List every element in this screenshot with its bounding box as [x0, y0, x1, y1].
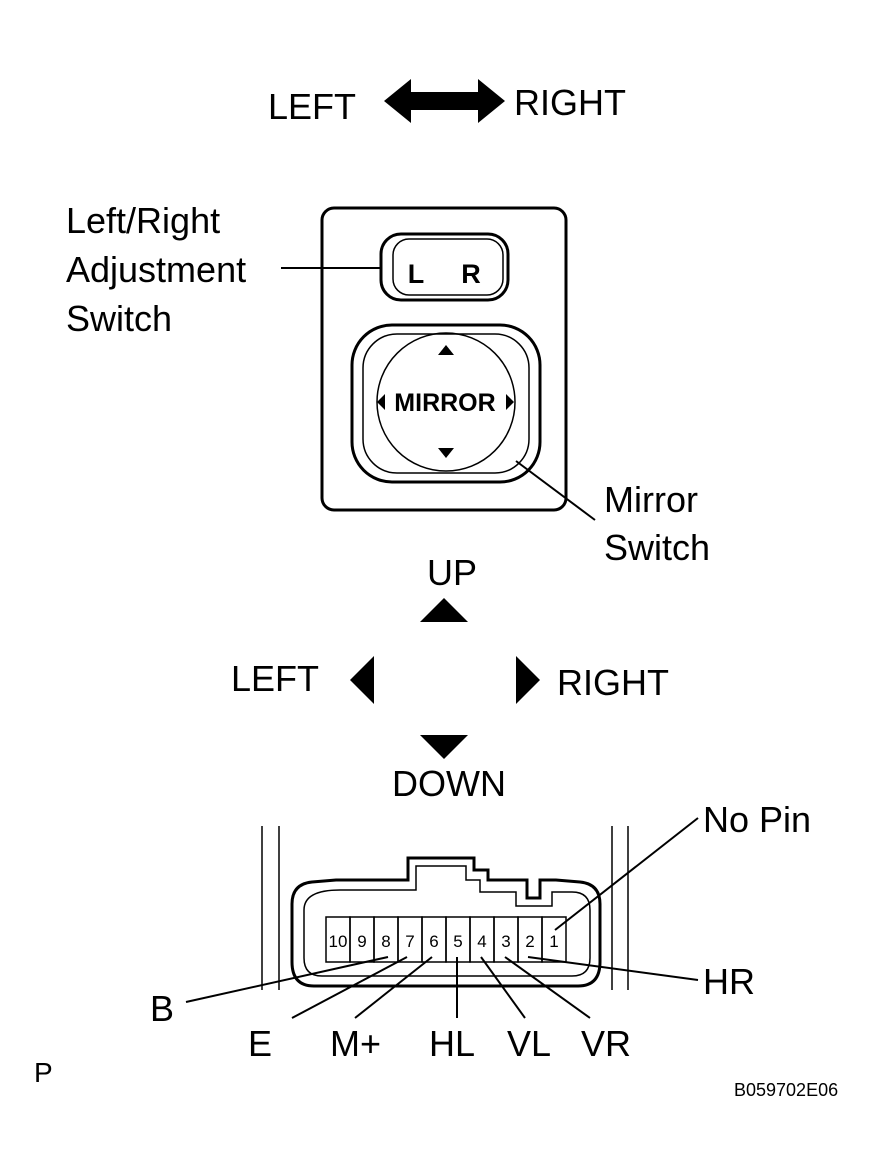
dir-down-label: DOWN: [392, 763, 506, 804]
connector-leader-lines: [185, 817, 699, 1019]
pin-number-3: 3: [501, 932, 510, 951]
pin-number-5: 5: [453, 932, 462, 951]
connector-housing: [261, 826, 629, 990]
mirror-right-icon: [506, 394, 514, 410]
pin-cell: [541, 916, 567, 963]
terminal-hl-label: HL: [429, 1023, 475, 1064]
terminal-m-plus-label: M+: [330, 1023, 381, 1064]
mirror-leader-line: [515, 460, 596, 521]
mirror-left-icon: [377, 394, 385, 410]
terminal-hr-label: HR: [703, 961, 755, 1002]
terminal-b-label: B: [150, 988, 174, 1029]
lr-label-line-2: Adjustment: [66, 249, 246, 290]
pin-number-10: 10: [329, 932, 348, 951]
top-right-label: RIGHT: [514, 82, 626, 123]
switch-housing: [320, 206, 568, 512]
mirror-switch[interactable]: MIRROR: [350, 323, 542, 484]
pin-number-7: 7: [405, 932, 414, 951]
lr-adjustment-switch[interactable]: L R: [379, 232, 510, 302]
right-arrow-icon: [516, 656, 540, 704]
double-arrow-icon: [384, 79, 505, 123]
terminal-e-label: E: [248, 1023, 272, 1064]
top-left-label: LEFT: [268, 86, 356, 127]
up-arrow-icon: [420, 598, 468, 622]
terminal-vl-label: VL: [507, 1023, 551, 1064]
no-pin-label: No Pin: [703, 799, 811, 840]
pin-number-1: 1: [549, 932, 558, 951]
dir-up-label: UP: [427, 552, 477, 593]
lr-switch-left-text: L: [408, 259, 425, 289]
pin-number-4: 4: [477, 932, 486, 951]
mirror-label-line-1: Mirror: [604, 479, 698, 520]
lr-label-line-3: Switch: [66, 298, 172, 339]
figure-code: B059702E06: [734, 1080, 838, 1100]
lr-label-line-1: Left/Right: [66, 200, 220, 241]
mirror-down-icon: [438, 448, 454, 458]
left-arrow-icon: [350, 656, 374, 704]
terminal-vr-label: VR: [581, 1023, 631, 1064]
pin-number-6: 6: [429, 932, 438, 951]
pin-number-8: 8: [381, 932, 390, 951]
pin-number-2: 2: [525, 932, 534, 951]
mirror-up-icon: [438, 345, 454, 355]
lr-switch-right-text: R: [461, 259, 481, 289]
dir-right-label: RIGHT: [557, 662, 669, 703]
dir-left-label: LEFT: [231, 658, 319, 699]
pin-number-9: 9: [357, 932, 366, 951]
mirror-label-line-2: Switch: [604, 527, 710, 568]
mirror-button-text: MIRROR: [394, 389, 495, 417]
page-marker: P: [34, 1057, 53, 1088]
down-arrow-icon: [420, 735, 468, 759]
